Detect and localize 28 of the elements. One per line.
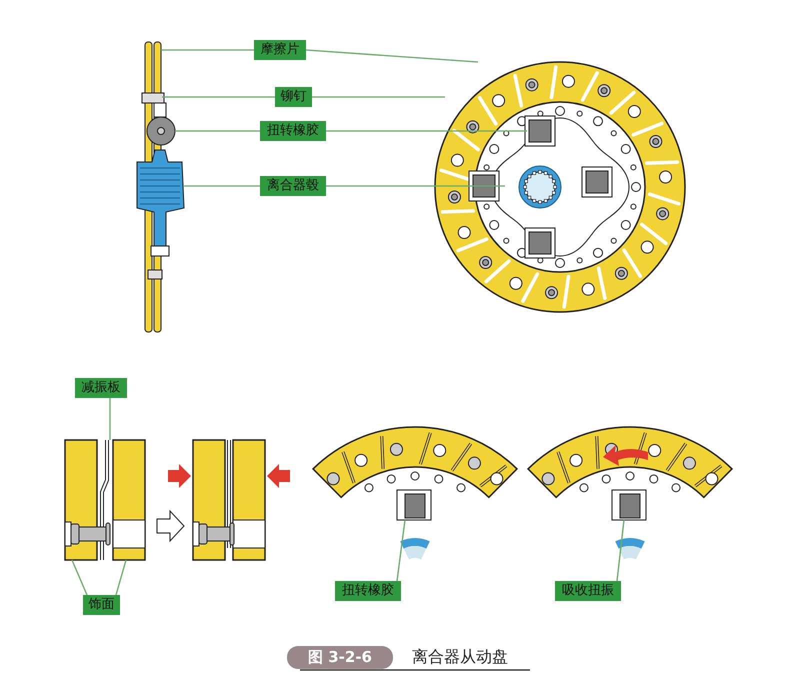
- leader-line: [162, 96, 275, 98]
- plate-section-drawing: [64, 439, 146, 561]
- clutch-disc-drawing: [434, 61, 686, 313]
- leader-line: [326, 185, 505, 187]
- leader-line: [326, 130, 527, 132]
- leader-line: [306, 49, 478, 63]
- part-label: 铆钉: [275, 87, 312, 107]
- leader-line: [109, 398, 111, 440]
- part-label: 摩擦片: [254, 40, 306, 60]
- part-label: 离合器毂: [260, 176, 326, 196]
- leader-line: [184, 185, 260, 187]
- figure-number: 图 3-2-6: [287, 646, 393, 669]
- disc-sector-drawing: [312, 426, 518, 560]
- part-label: 扭转橡胶: [335, 581, 401, 601]
- leader-line: [396, 520, 406, 582]
- leader-line: [71, 560, 88, 596]
- part-label: 减振板: [75, 378, 127, 398]
- part-label: 扭转橡胶: [260, 121, 326, 141]
- leader-line: [115, 560, 127, 596]
- part-label: 饰面: [83, 595, 120, 615]
- leader-line: [175, 130, 260, 132]
- part-label: 吸收扭振: [555, 581, 621, 601]
- disc-side-view-drawing: [136, 42, 185, 332]
- twisted-disc-sector-drawing: [527, 426, 733, 560]
- leader-line: [312, 96, 445, 98]
- caption: 离合器从动盘: [412, 647, 508, 667]
- leader-line: [161, 49, 254, 51]
- leader-line: [616, 520, 625, 582]
